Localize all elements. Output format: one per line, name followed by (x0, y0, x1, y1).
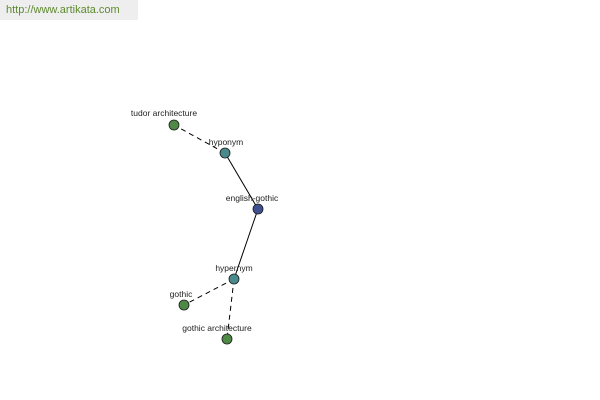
node-hypernym-circle[interactable] (228, 273, 240, 285)
node-hypernym-label: hypernym (215, 263, 252, 273)
node-hyponym-label: hyponym (209, 137, 244, 147)
node-gothic_arch[interactable]: gothic architecture (182, 323, 252, 345)
node-hyponym-circle[interactable] (219, 147, 231, 159)
node-tudor-circle[interactable] (168, 119, 180, 131)
node-gothic_arch-label: gothic architecture (182, 323, 252, 333)
node-tudor-label: tudor architecture (131, 108, 197, 118)
edge-hypernym-gothic_arch (226, 278, 235, 340)
graph-nodes: tudor architecture hyponym english-gothic h… (131, 108, 279, 345)
node-hypernym[interactable]: hypernym (215, 263, 253, 285)
node-center-circle[interactable] (252, 203, 264, 215)
edge-hyponym-tudor (173, 124, 226, 154)
url-text[interactable]: http://www.artikata.com (6, 4, 120, 16)
edge-center-hypernym (233, 208, 259, 280)
node-hyponym[interactable]: hyponym (209, 137, 244, 159)
node-gothic_arch-circle[interactable] (221, 333, 233, 345)
node-gothic-label: gothic (170, 289, 193, 299)
node-gothic-circle[interactable] (178, 299, 190, 311)
edge-center-hyponym (224, 152, 259, 210)
edge-hypernym-gothic (183, 278, 235, 306)
node-gothic[interactable]: gothic (170, 289, 193, 311)
node-tudor[interactable]: tudor architecture (131, 108, 197, 131)
node-center-label: english-gothic (226, 193, 279, 203)
node-center[interactable]: english-gothic (226, 193, 279, 215)
url-banner[interactable]: http://www.artikata.com (0, 0, 138, 20)
graph-edges (173, 124, 259, 340)
